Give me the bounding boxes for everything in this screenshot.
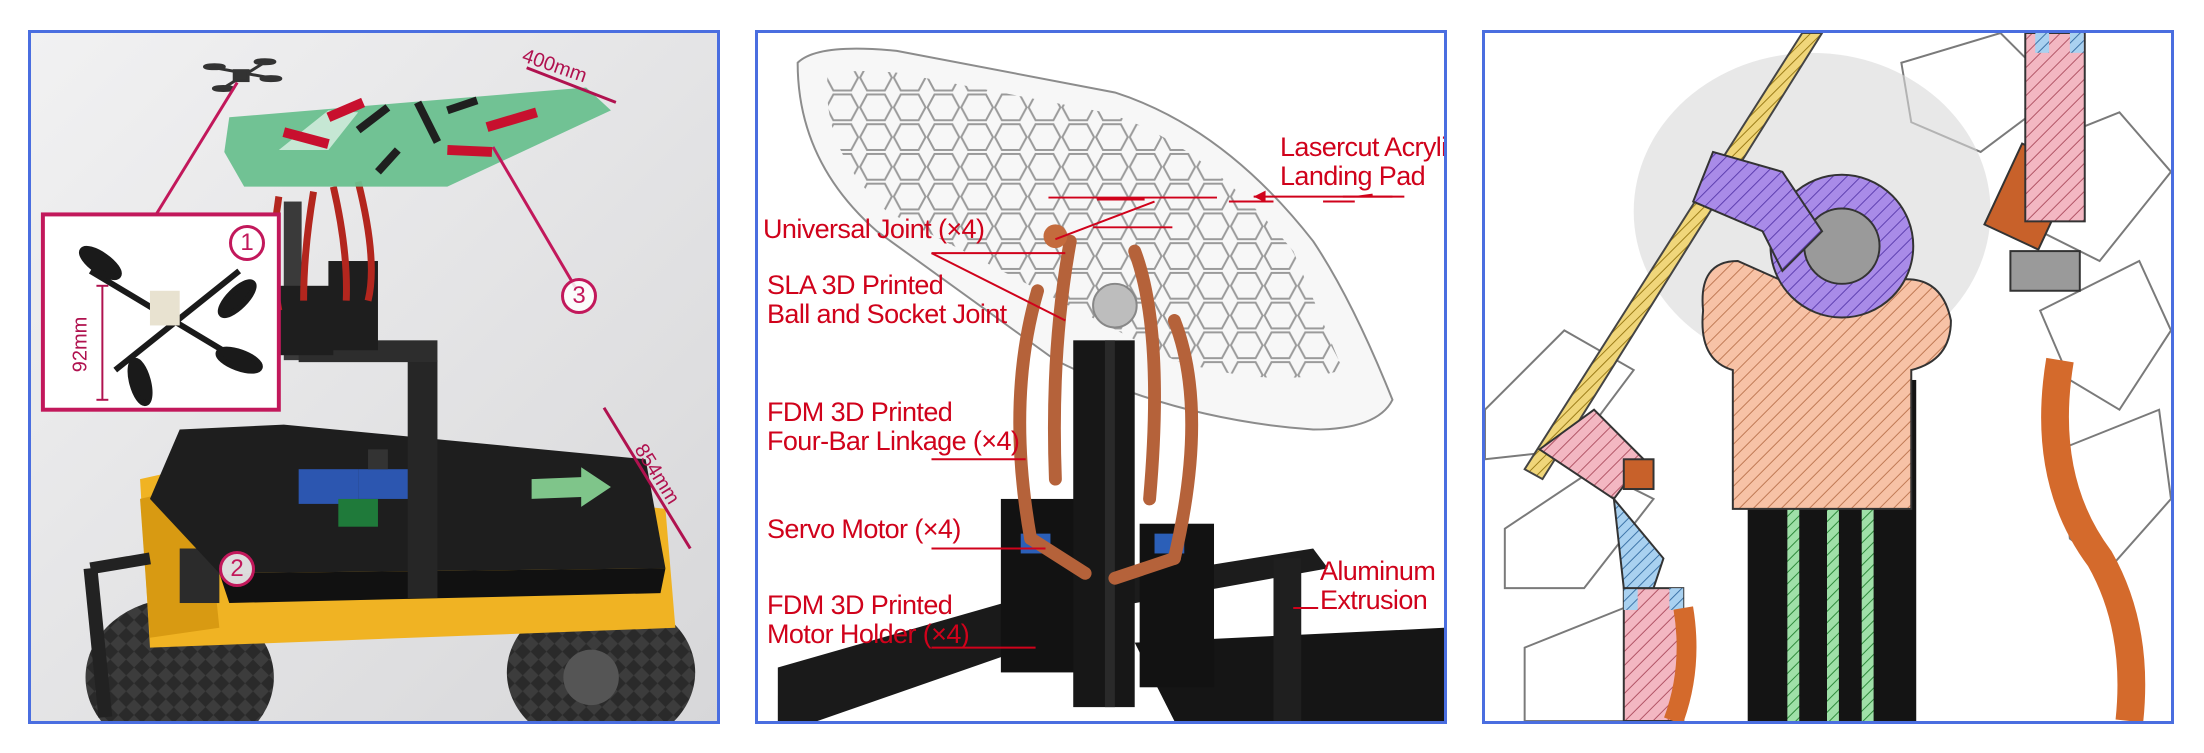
cad-panel: Lasercut Acrylic Landing Pad Universal J… — [755, 30, 1447, 724]
badge-drone: 1 — [229, 225, 265, 261]
label-universal-joint: Universal Joint (×4) — [763, 214, 985, 244]
badge-rover: 2 — [219, 551, 255, 587]
rover-photo — [31, 33, 717, 721]
photo-panel: 400mm 92mm 854mm 1 2 3 — [28, 30, 720, 724]
cad-render — [758, 33, 1444, 721]
label-motor-holder: FDM 3D Printed Motor Holder (×4) — [767, 590, 970, 649]
label-linkage: FDM 3D Printed Four-Bar Linkage (×4) — [767, 397, 1020, 456]
drone-dimension-label: 92mm — [69, 316, 92, 373]
label-ball-socket: SLA 3D Printed Ball and Socket Joint — [767, 270, 1007, 329]
section-view-panel — [1482, 30, 2174, 724]
badge-pad: 3 — [561, 278, 597, 314]
label-extrusion: Aluminum Extrusion — [1320, 556, 1436, 615]
label-servo: Servo Motor (×4) — [767, 514, 961, 544]
label-landing-pad: Lasercut Acrylic Landing Pad — [1280, 132, 1447, 191]
section-view-render — [1485, 33, 2171, 721]
